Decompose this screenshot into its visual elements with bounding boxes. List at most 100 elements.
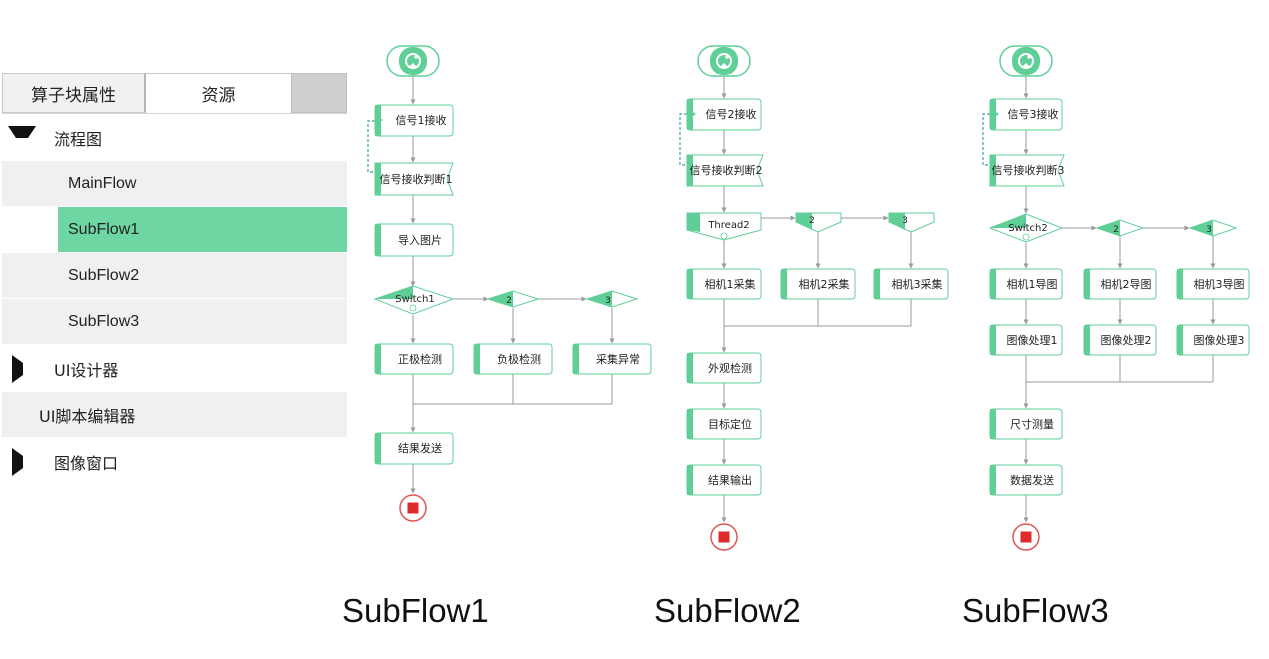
subflow1-diagram: 信号1接收 信号接收判断1 导入图片 Switch1 2 3 [367,45,652,522]
node-label: 外观检测 [708,361,752,375]
node-label: 相机3采集 [892,277,943,291]
node-label: 正极检测 [398,352,442,366]
sf3-size-measure[interactable]: 尺寸测量 [989,408,1063,440]
tree-node-label: 流程图 [54,129,103,149]
node-label: Thread2 [707,220,749,231]
sf3-image-process2[interactable]: 图像处理2 [1083,324,1157,356]
sf2-signal-receive[interactable]: 信号2接收 [686,98,762,131]
node-label: 相机2导图 [1101,277,1152,291]
node-label: 图像处理2 [1101,334,1152,347]
node-label: 信号接收判断1 [380,172,453,186]
subflow2-diagram: 信号2接收 信号接收判断2 Thread2 2 3 相机1采集 [679,45,949,551]
tree-node-ui-script-editor[interactable]: UI脚本编辑器 [2,392,347,437]
node-label: Switch1 [395,294,434,305]
stop-node-icon[interactable] [710,523,738,551]
sf3-signal-receive[interactable]: 信号3接收 [989,98,1063,131]
sf3-signal-judge[interactable]: 信号接收判断3 [989,154,1065,187]
resource-panel: 算子块属性 资源 流程图 MainFlow SubFlow1 SubFlow2 … [0,73,347,476]
sf3-case3[interactable]: 3 [1188,219,1238,237]
sf2-target-locate[interactable]: 目标定位 [686,408,762,440]
start-node-icon[interactable] [999,45,1053,77]
tree-node-ui-designer[interactable]: UI设计器 [2,346,347,391]
sf1-positive-detect[interactable]: 正极检测 [374,343,454,375]
sf1-capture-error[interactable]: 采集异常 [572,343,652,375]
caption-subflow2: SubFlow2 [654,592,801,629]
sf2-thread[interactable]: Thread2 [686,212,762,241]
tab-resources[interactable]: 资源 [146,73,291,113]
node-label: 相机3导图 [1194,277,1245,291]
sf1-import-image[interactable]: 导入图片 [374,223,454,257]
sf2-appearance-detect[interactable]: 外观检测 [686,352,762,384]
tree-item-subflow2[interactable]: SubFlow2 [2,253,347,298]
stop-node-icon[interactable] [399,494,427,522]
sf2-camera1-capture[interactable]: 相机1采集 [686,268,762,300]
sf3-image-process1[interactable]: 图像处理1 [989,324,1063,356]
tree-item-label: SubFlow1 [68,220,140,238]
tab-operator-properties[interactable]: 算子块属性 [2,73,146,113]
sf3-case2[interactable]: 2 [1095,219,1145,237]
sf3-camera2-import[interactable]: 相机2导图 [1083,268,1157,300]
expanded-triangle-icon[interactable] [8,125,36,150]
tree-node-image-window[interactable]: 图像窗口 [2,439,347,484]
sf1-signal-receive[interactable]: 信号1接收 [374,104,454,137]
sf1-case3[interactable]: 3 [585,290,639,308]
sf1-result-send[interactable]: 结果发送 [374,432,454,465]
node-label: 尺寸测量 [1010,417,1054,431]
sf2-camera3-capture[interactable]: 相机3采集 [873,268,949,300]
collapsed-triangle-icon[interactable] [12,354,35,383]
tree-item-mainflow[interactable]: MainFlow [2,161,347,206]
node-label: 2 [1113,225,1119,235]
node-label: 2 [809,216,815,226]
sf1-case2[interactable]: 2 [486,290,540,308]
node-label: 相机2采集 [799,277,850,291]
node-label: Switch2 [1008,223,1047,234]
tree-node-label: UI设计器 [54,360,119,380]
start-node-icon[interactable] [386,45,440,77]
sf2-case3[interactable]: 3 [888,212,935,233]
node-label: 图像处理1 [1007,334,1058,347]
tab-extra[interactable] [291,73,347,113]
stop-node-icon[interactable] [1012,523,1040,551]
node-label: 目标定位 [708,417,752,431]
sf2-signal-judge[interactable]: 信号接收判断2 [686,154,764,187]
node-label: 3 [605,296,611,306]
node-label: 采集异常 [596,352,640,366]
caption-subflow3: SubFlow3 [962,592,1109,629]
sf3-camera1-import[interactable]: 相机1导图 [989,268,1063,300]
node-label: 相机1导图 [1007,277,1058,291]
node-label: 信号2接收 [706,107,757,121]
start-node-icon[interactable] [697,45,751,77]
sf1-signal-judge[interactable]: 信号接收判断1 [374,162,454,196]
node-label: 信号接收判断2 [690,163,763,177]
sf2-result-output[interactable]: 结果输出 [686,464,762,496]
sf3-switch[interactable]: Switch2 [988,213,1064,243]
node-label: 导入图片 [398,234,442,247]
sf2-camera2-capture[interactable]: 相机2采集 [780,268,856,300]
node-label: 相机1采集 [705,277,756,291]
sf3-image-process3[interactable]: 图像处理3 [1176,324,1250,356]
panel-tabs: 算子块属性 资源 [0,73,347,115]
tree-item-subflow1[interactable]: SubFlow1 [58,207,347,252]
tree-item-label: SubFlow3 [68,312,140,330]
sf3-data-send[interactable]: 数据发送 [989,464,1063,496]
node-label: 结果输出 [708,473,752,487]
collapsed-triangle-icon[interactable] [12,447,35,476]
node-label: 图像处理3 [1194,334,1245,347]
tree-item-subflow3[interactable]: SubFlow3 [2,299,347,344]
caption-subflow1: SubFlow1 [342,592,489,629]
tree-node-label: 图像窗口 [54,453,119,473]
tree-item-label: SubFlow2 [68,266,140,284]
node-label: 3 [902,216,908,226]
sf1-negative-detect[interactable]: 负极检测 [473,343,553,375]
sf1-switch[interactable]: Switch1 [373,285,455,315]
tab-divider [2,113,347,114]
sf3-camera3-import[interactable]: 相机3导图 [1176,268,1250,300]
node-label: 数据发送 [1010,473,1054,487]
node-label: 结果发送 [398,441,442,455]
sf2-case2[interactable]: 2 [795,212,842,233]
tree-node-label: UI脚本编辑器 [39,406,136,426]
node-label: 2 [506,296,512,306]
tree-node-flowchart[interactable]: 流程图 [2,115,347,160]
tree-item-label: MainFlow [68,174,137,192]
